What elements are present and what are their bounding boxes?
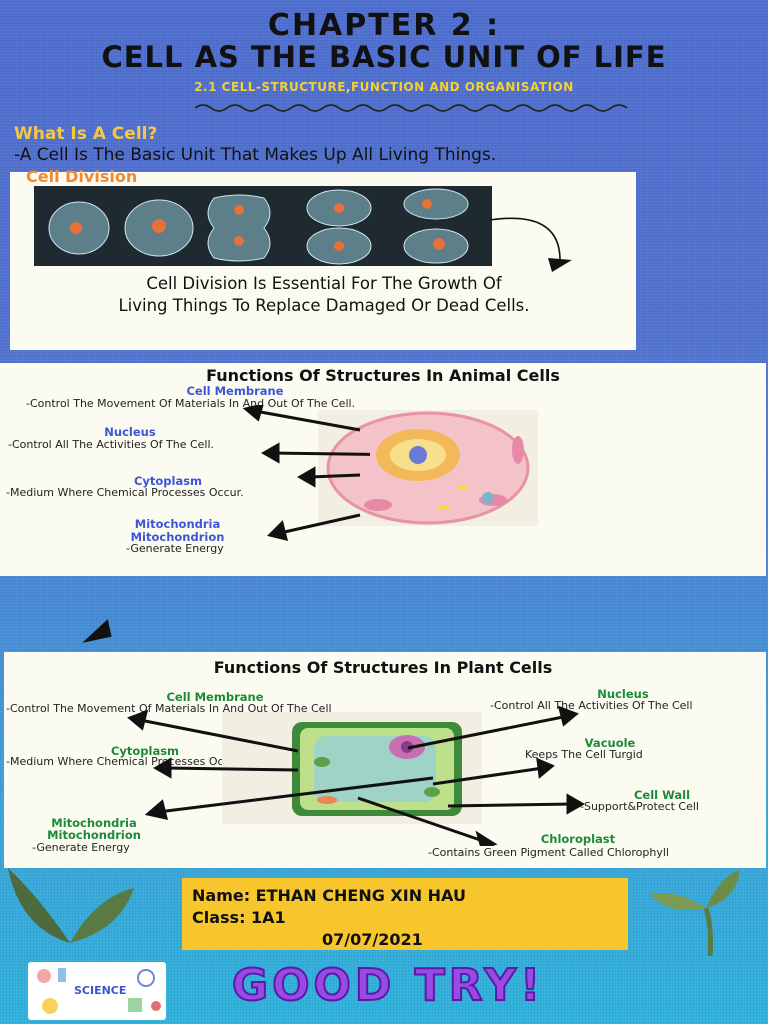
animal-desc-nucleus: -Control All The Activities Of The Cell.	[8, 438, 215, 451]
animal-label-mitochondrion: Mitochondrion	[130, 530, 225, 544]
animal-label-cell-membrane: Cell Membrane	[186, 384, 284, 398]
plant-label-cytoplasm: Cytoplasm	[110, 744, 180, 758]
what-is-cell-question: What Is A Cell?	[14, 124, 158, 144]
plant-desc-cytoplasm: -Medium Where Chemical Processes Occur.	[6, 755, 244, 768]
plant-label-cell-wall: Cell Wall	[633, 788, 691, 802]
science-logo: SCIENCE	[28, 962, 166, 1020]
plant-desc-vacuole: Keeps The Cell Turgid	[525, 748, 643, 761]
student-class: Class: 1A1	[192, 908, 286, 927]
plant-label-vacuole: Vacuole	[584, 736, 636, 750]
good-try-text: GOOD TRY!	[231, 959, 545, 1012]
plant-cell-diagram	[222, 712, 482, 824]
plant-label-mitochondrion: Mitochondrion	[47, 828, 141, 842]
plant-desc-cell-membrane: -Control The Movement Of Materials In An…	[6, 702, 332, 715]
leaf-decoration-left	[8, 868, 134, 943]
dividing-cells-image	[48, 188, 469, 265]
plant-desc-cell-wall: -Support&Protect Cell	[580, 800, 699, 813]
plant-desc-chloroplast: -Contains Green Pigment Called Chlorophy…	[428, 846, 669, 859]
student-date: 07/07/2021	[322, 930, 423, 949]
animal-desc-mitochondria: -Generate Energy	[126, 542, 224, 555]
plant-label-chloroplast: Chloroplast	[540, 832, 616, 846]
science-icons-illustration	[37, 968, 161, 1014]
animal-pointer-arrows	[242, 405, 370, 542]
cell-division-description: Cell Division Is Essential For The Growt…	[14, 273, 634, 317]
plant-label-mitochondria: Mitochondria	[51, 816, 137, 830]
animal-desc-cell-membrane: -Control The Movement Of Materials In An…	[26, 397, 356, 410]
section-title: 2.1 Cell-Structure,Function And Organisa…	[194, 80, 574, 94]
cell-division-line2: Living Things To Replace Damaged Or Dead…	[118, 296, 530, 315]
plant-pointer-arrows	[127, 706, 586, 846]
student-info-box: Name: ETHAN CHENG XIN HAU Class: 1A1 07/…	[182, 878, 628, 950]
chapter-title: Cell As The Basic Unit Of Life	[101, 40, 667, 74]
student-name: Name: ETHAN CHENG XIN HAU	[192, 886, 466, 905]
plant-desc-nucleus: -Control All The Activities Of The Cell	[490, 699, 693, 712]
animal-label-cytoplasm: Cytoplasm	[133, 474, 203, 488]
cell-division-line1: Cell Division Is Essential For The Growt…	[146, 274, 502, 293]
curved-arrow-icon	[489, 217, 572, 272]
plant-label-nucleus: Nucleus	[597, 687, 649, 701]
chapter-heading: Chapter 2 :	[267, 8, 501, 43]
animal-desc-cytoplasm: -Medium Where Chemical Processes Occur.	[6, 486, 244, 499]
plant-sprout-decoration	[650, 870, 740, 957]
plant-label-cell-membrane: Cell Membrane	[166, 690, 264, 704]
plant-cells-heading: Functions Of Structures In Plant Cells	[213, 658, 553, 677]
cell-division-title: Cell Division	[26, 167, 138, 186]
what-is-cell-answer: -A Cell Is The Basic Unit That Makes Up …	[14, 145, 497, 165]
animal-label-nucleus: Nucleus	[104, 425, 156, 439]
animal-label-mitochondria: Mitochondria	[134, 517, 221, 531]
science-logo-text: SCIENCE	[74, 984, 127, 997]
cell-division-photo	[34, 186, 492, 266]
squiggle-divider	[194, 104, 628, 112]
plant-desc-mitochondria: -Generate Energy	[32, 841, 130, 854]
animal-cells-heading: Functions Of Structures In Animal Cells	[206, 366, 560, 385]
